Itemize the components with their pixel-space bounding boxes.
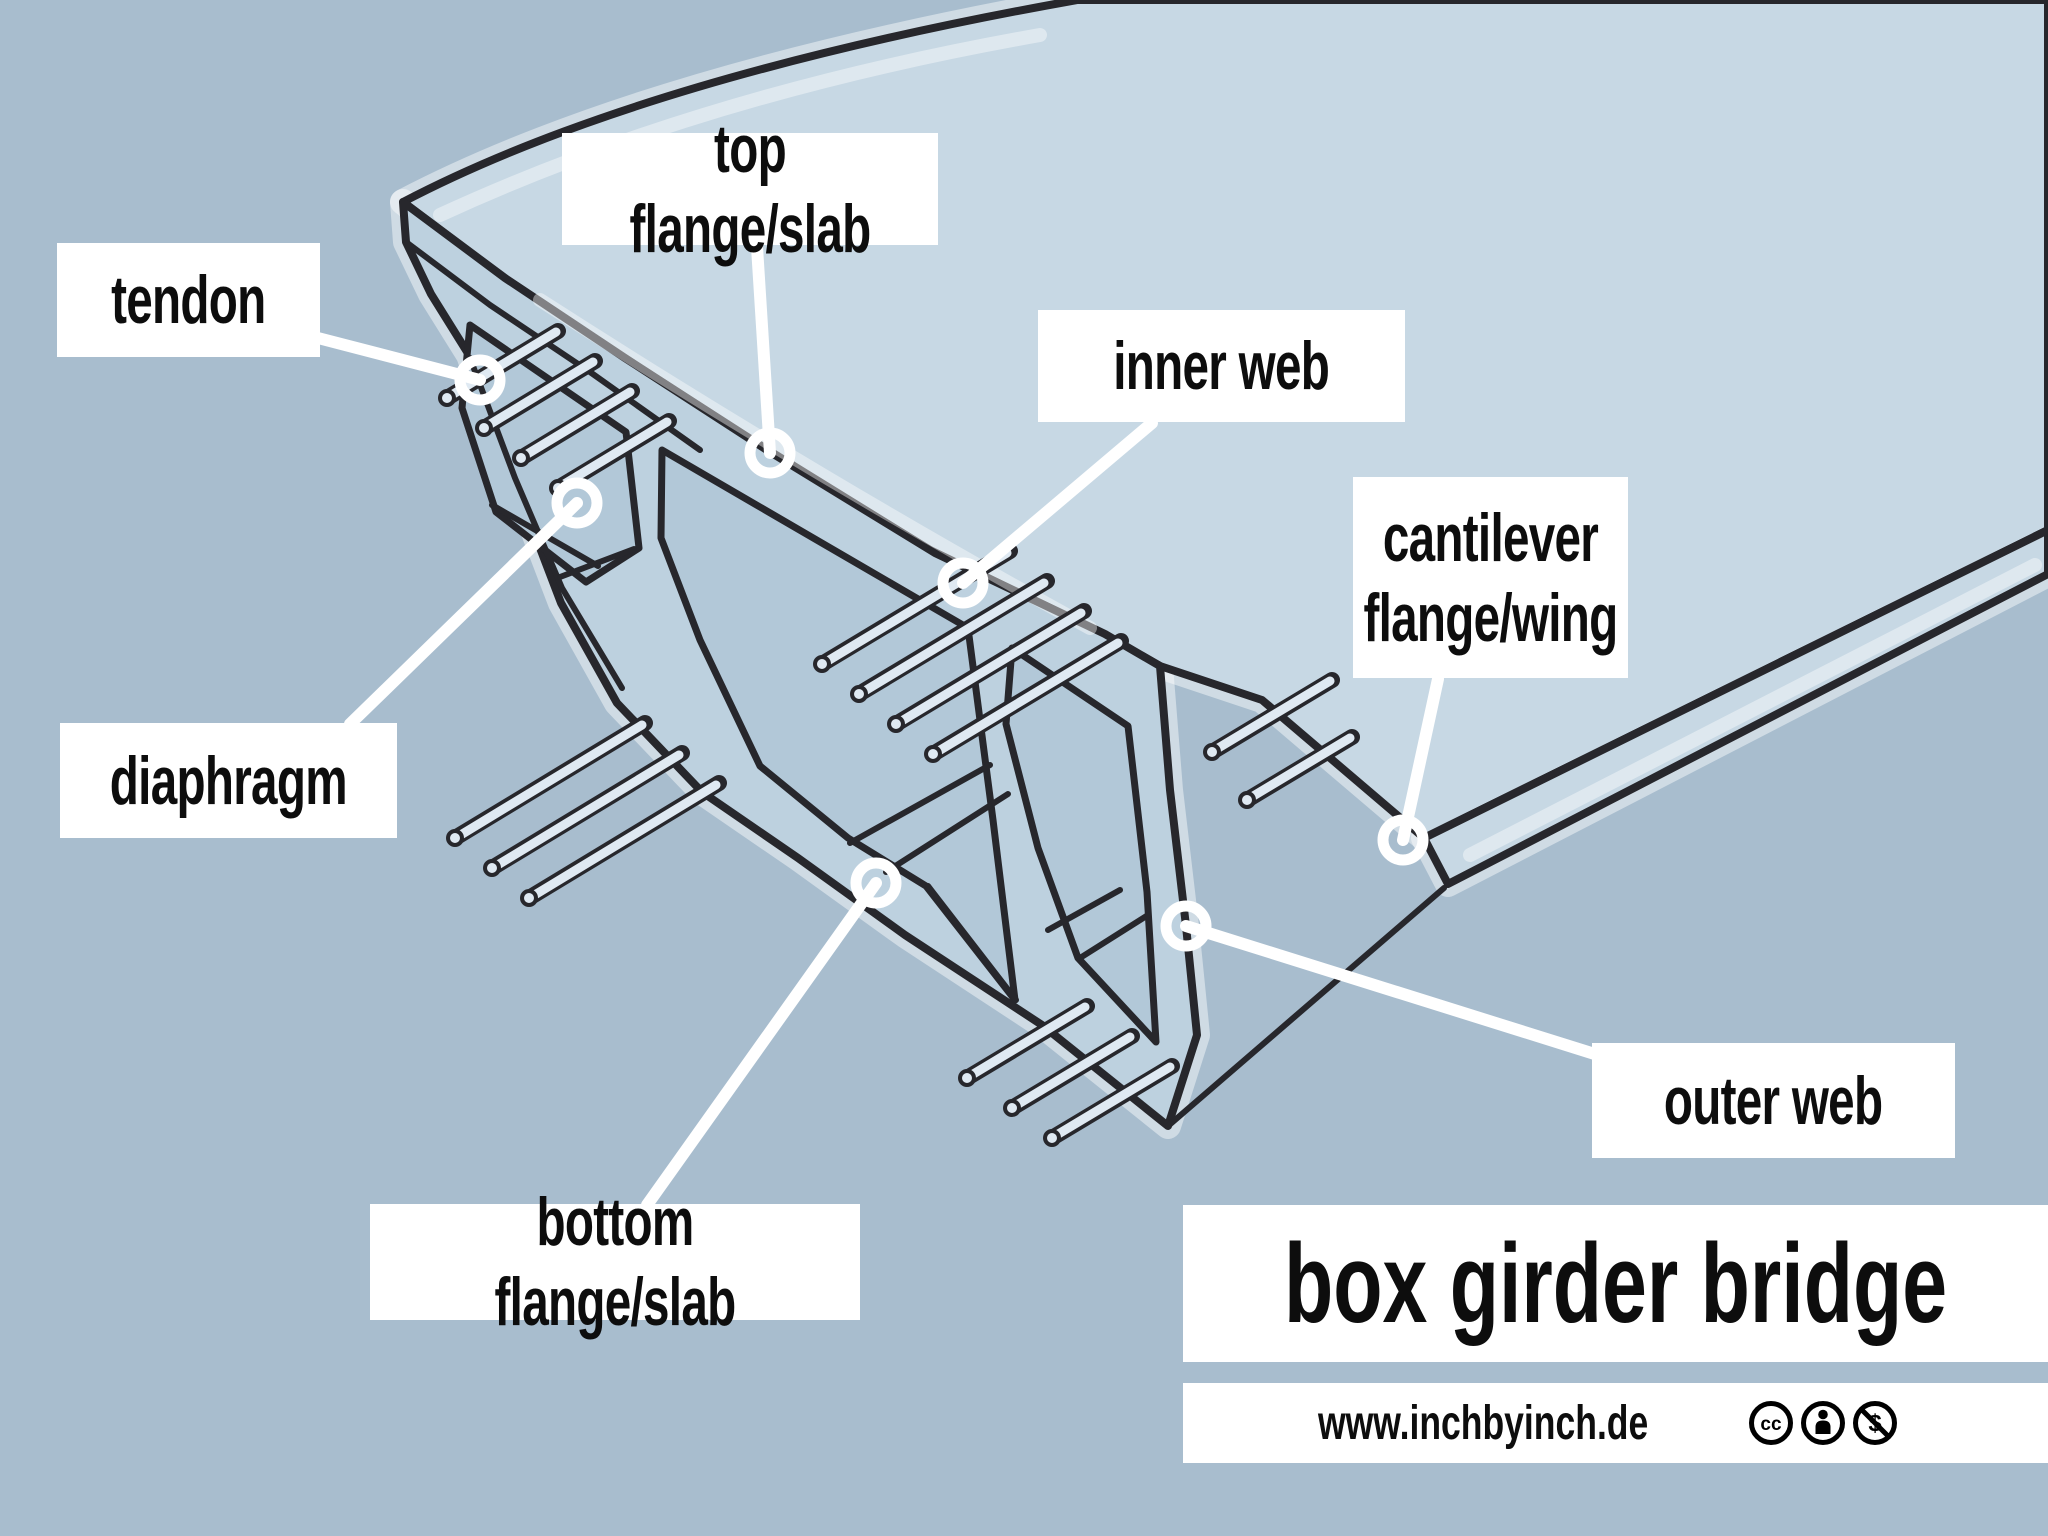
callout-circle-bottom-flange xyxy=(850,857,902,909)
label-bottom-flange: bottom flange/slab xyxy=(370,1184,860,1340)
label-top-flange: top flange/slab xyxy=(562,111,938,267)
label-cantilever: cantilever flange/wing xyxy=(1353,477,1628,678)
label-inner-web-text: inner web xyxy=(1113,328,1331,404)
callout-circle-outer-web xyxy=(1160,900,1212,952)
callout-circle-diaphragm xyxy=(551,477,603,529)
tendon xyxy=(512,383,640,467)
title-bar: box girder bridge xyxy=(1183,1205,2048,1362)
label-outer-web: outer web xyxy=(1592,1043,1955,1158)
callout-circle-top-flange xyxy=(744,427,796,479)
callout-circle-tendon xyxy=(454,354,506,406)
label-inner-web: inner web xyxy=(1038,310,1405,422)
callout-circles xyxy=(454,354,1429,952)
label-bottom-flange-text: bottom flange/slab xyxy=(494,1184,737,1340)
cantilever-wing-strip xyxy=(1420,526,2048,888)
right-cell-opening xyxy=(1002,644,1160,1046)
tendon-group-middle xyxy=(813,543,1360,809)
tendon xyxy=(924,633,1129,763)
label-tendon: tendon xyxy=(57,243,320,357)
tendon-group-lower-left xyxy=(446,715,727,907)
tendon xyxy=(1203,672,1340,761)
non-commercial-icon: $ xyxy=(1853,1401,1897,1445)
callout-circle-cantilever xyxy=(1377,814,1429,866)
tendon xyxy=(850,573,1055,703)
footer-bar: www.inchbyinch.de cc $ xyxy=(1183,1383,2048,1463)
license-icons: cc $ xyxy=(1748,1400,1898,1446)
attribution-person-icon xyxy=(1801,1401,1845,1445)
tendon xyxy=(1238,729,1360,809)
tendon xyxy=(958,998,1095,1087)
label-diaphragm-text: diaphragm xyxy=(109,742,348,819)
page-title: box girder bridge xyxy=(1283,1221,1948,1346)
label-cantilever-text: cantilever flange/wing xyxy=(1363,499,1618,656)
tendon xyxy=(1043,1058,1180,1147)
leader-line-tendon xyxy=(312,332,486,386)
leader-line-top-flange xyxy=(751,241,776,459)
callout-circle-inner-web xyxy=(937,557,989,609)
tendon xyxy=(887,603,1092,733)
tendon xyxy=(520,775,727,907)
svg-text:cc: cc xyxy=(1760,1414,1782,1435)
watercolor-highlights xyxy=(433,28,2042,862)
tendon-group-bottom xyxy=(958,998,1180,1147)
label-diaphragm: diaphragm xyxy=(60,723,397,838)
tendon xyxy=(1003,1028,1140,1117)
leader-line-cantilever xyxy=(1397,673,1444,846)
label-tendon-text: tendon xyxy=(111,262,266,338)
label-outer-web-text: outer web xyxy=(1664,1062,1883,1139)
leader-line-diaphragm xyxy=(344,497,583,730)
website-link[interactable]: www.inchbyinch.de xyxy=(1317,1396,1648,1450)
cc-icon: cc xyxy=(1749,1401,1793,1445)
label-top-flange-text: top flange/slab xyxy=(629,111,872,267)
leader-line-outer-web xyxy=(1180,920,1607,1062)
leader-line-inner-web xyxy=(957,417,1158,589)
tendon xyxy=(475,353,603,437)
tendon xyxy=(446,715,653,847)
leader-lines xyxy=(312,241,1607,1211)
leader-line-bottom-flange xyxy=(641,877,882,1211)
tendon xyxy=(483,745,690,877)
